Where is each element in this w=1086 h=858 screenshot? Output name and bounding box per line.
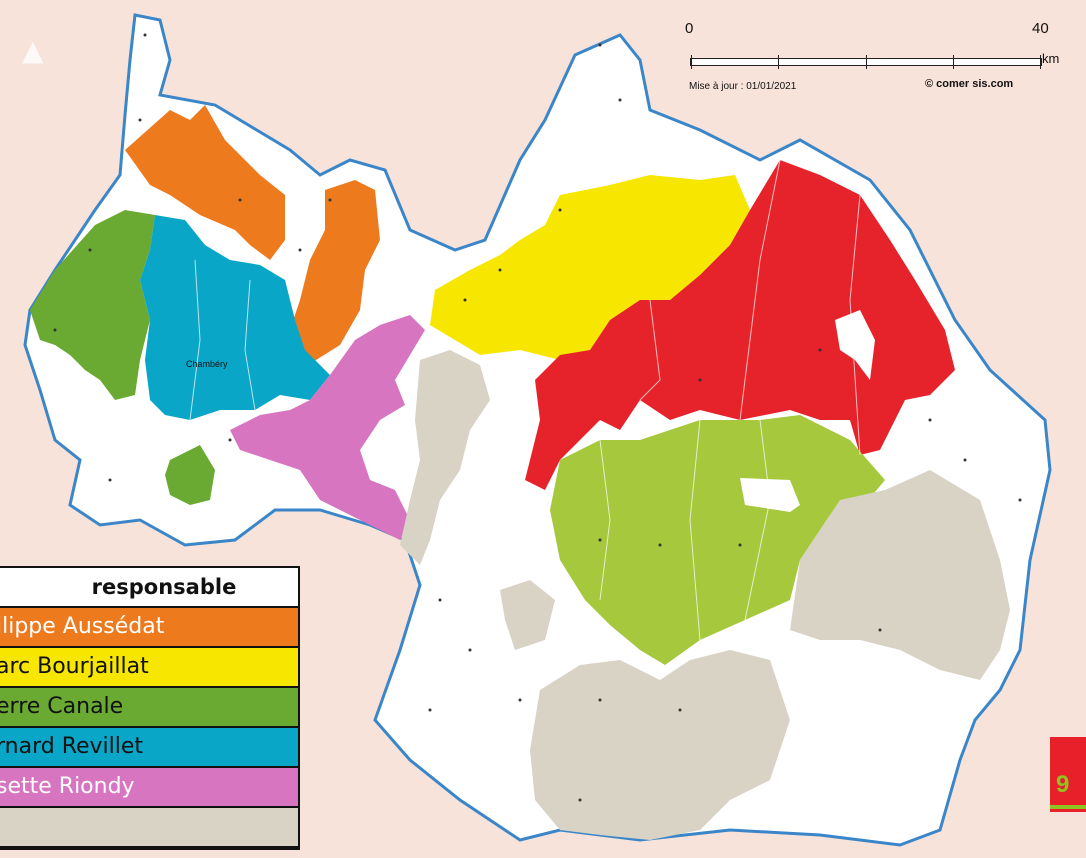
region-yellow bbox=[430, 175, 750, 360]
legend-item: erre Canale bbox=[0, 688, 298, 728]
scale-bar-graphic bbox=[690, 55, 1042, 69]
region-grey-3 bbox=[400, 350, 490, 565]
update-date: Mise à jour : 01/01/2021 bbox=[689, 81, 797, 92]
city-label-chambery: Chambéry bbox=[186, 359, 228, 369]
region-grey-4 bbox=[500, 580, 555, 650]
page-number: 9 bbox=[1056, 771, 1070, 798]
region-pink bbox=[230, 315, 425, 540]
region-lime-hole bbox=[740, 478, 800, 512]
legend-header: responsable bbox=[0, 568, 298, 608]
scale-start-label: 0 bbox=[685, 20, 694, 37]
legend: responsable ilippe Aussédat arc Bourjail… bbox=[0, 566, 300, 850]
badge-stripe bbox=[1050, 805, 1086, 809]
scale-tick bbox=[866, 55, 867, 69]
region-blue bbox=[140, 215, 330, 420]
region-orange-2 bbox=[290, 180, 380, 370]
region-grey-2 bbox=[530, 650, 790, 840]
region-green bbox=[30, 210, 155, 400]
region-orange-1 bbox=[125, 105, 285, 260]
region-green-2 bbox=[165, 445, 215, 505]
scale-tick bbox=[953, 55, 954, 69]
copyright: © comer sis.com bbox=[925, 78, 1014, 90]
legend-item: ilippe Aussédat bbox=[0, 608, 298, 648]
north-arrow-icon: ▲ bbox=[22, 34, 44, 67]
scale-end-label: 40 bbox=[1032, 20, 1049, 37]
legend-item: rnard Revillet bbox=[0, 728, 298, 768]
region-hole-white bbox=[835, 310, 875, 380]
legend-item bbox=[0, 808, 298, 848]
place-markers bbox=[53, 33, 1022, 802]
region-red bbox=[525, 160, 955, 490]
page-number-badge: 9 bbox=[1050, 737, 1086, 812]
legend-item: sette Riondy bbox=[0, 768, 298, 808]
scale-bar: 0 40 km Mise à jour : 01/01/2021 © comer… bbox=[685, 20, 1059, 100]
region-grey-1 bbox=[790, 470, 1010, 680]
scale-tick bbox=[1040, 55, 1041, 69]
commune-borders bbox=[189, 159, 861, 641]
scale-tick bbox=[778, 55, 779, 69]
region-lime bbox=[550, 415, 885, 665]
legend-item: arc Bourjaillat bbox=[0, 648, 298, 688]
scale-tick bbox=[691, 55, 692, 69]
scale-unit: km bbox=[1042, 51, 1060, 66]
